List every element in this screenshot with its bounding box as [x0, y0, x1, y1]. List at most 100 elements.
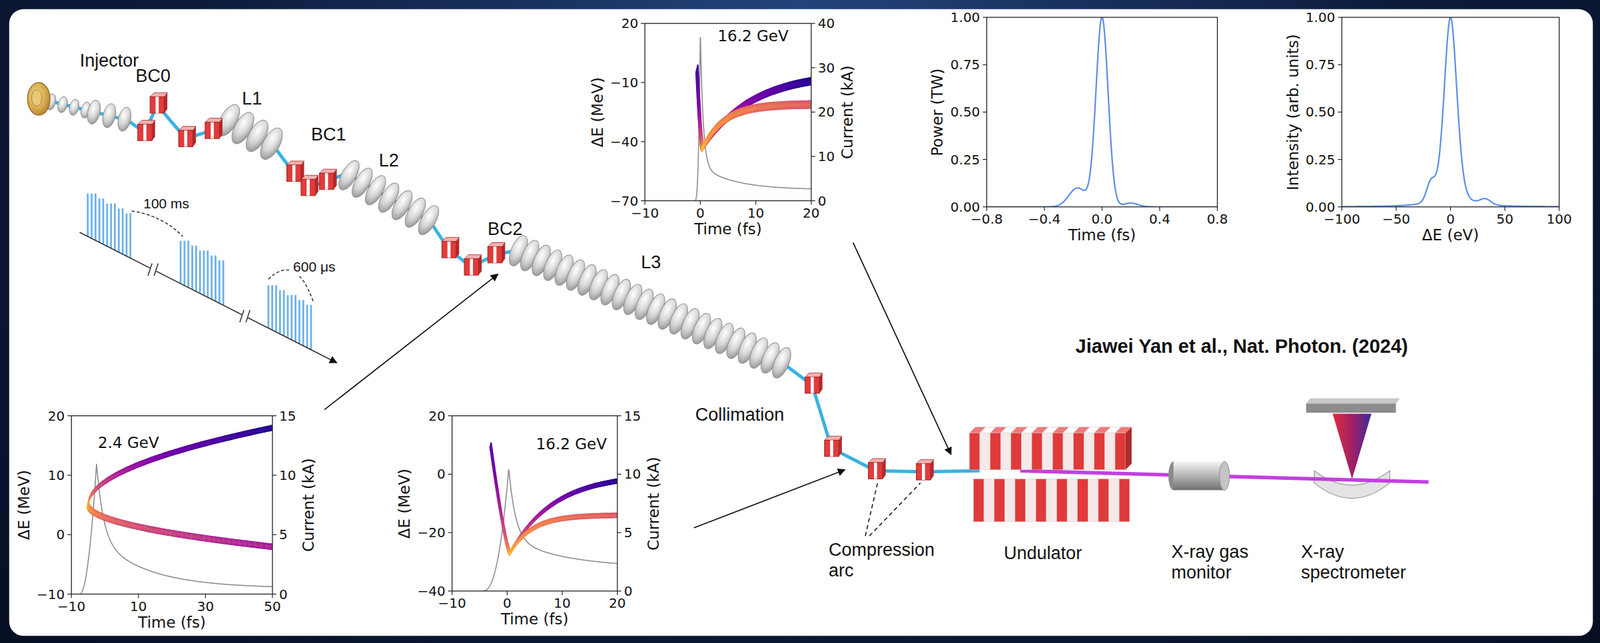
magnet-stripe [873, 462, 878, 479]
axis-break-mark [245, 310, 250, 323]
phase-space-trace [702, 143, 705, 146]
phase-space-trace [206, 439, 213, 441]
dipole-magnet [916, 459, 934, 481]
rf-cavity [115, 105, 134, 133]
undulator-block [1104, 433, 1116, 471]
tick-mark [1337, 111, 1342, 113]
magnet-body [868, 462, 883, 479]
tick-mark [1216, 207, 1218, 212]
pulse-bar [271, 285, 274, 331]
diffracted-fan [1332, 414, 1372, 480]
phase-space-trace [807, 82, 811, 85]
pulse-bar [290, 295, 293, 340]
tick-mark [1337, 206, 1342, 208]
pulse-bar [279, 290, 282, 335]
dipole-magnet [464, 255, 482, 276]
tick-mark [811, 155, 816, 157]
magnet-stripe [292, 165, 296, 182]
phase-space-trace [225, 538, 232, 540]
phase-space-trace [807, 83, 810, 86]
plot-curves [79, 425, 273, 595]
phase-space-trace [258, 426, 266, 429]
magnet-side [164, 92, 168, 114]
tick-mark [272, 534, 277, 536]
tick-mark [640, 141, 645, 142]
magnet-body [205, 122, 220, 139]
tick-mark [271, 594, 273, 599]
tick-mark [982, 16, 987, 18]
pulse-bar [94, 193, 97, 241]
tick-mark [644, 201, 646, 206]
pulse-bar [199, 251, 202, 294]
phase-space-trace [702, 141, 705, 144]
tick-mark [1101, 207, 1103, 212]
pulse-bar [275, 285, 278, 332]
undulator-block [990, 433, 1002, 471]
undulator-block [994, 479, 1006, 523]
phase-space-trace [173, 531, 180, 533]
magnet-stripe [306, 179, 310, 196]
undulator-block [1042, 433, 1054, 471]
phase-space-trace [173, 448, 180, 451]
undulator-block [1077, 479, 1089, 523]
tick-mark [1337, 64, 1342, 66]
magnet-stripe [325, 173, 329, 190]
magnet-top [868, 458, 886, 463]
undulator-block [1109, 479, 1120, 523]
pulse-bar [214, 255, 217, 302]
magnet-stripe [447, 241, 451, 258]
tick-mark [810, 201, 812, 206]
phase-space-trace [701, 148, 704, 151]
axis-break-mark [147, 263, 152, 276]
tick-mark [67, 534, 72, 536]
undulator-block [1115, 433, 1126, 471]
phase-space-trace [179, 532, 185, 533]
plot-curves [986, 17, 1217, 208]
magnet-stripe [143, 124, 147, 141]
pulse-bar [287, 295, 290, 338]
pulse-bar [183, 241, 186, 286]
phase-space-trace [212, 437, 219, 439]
dashed-leader [865, 483, 878, 537]
pulse-bar [113, 203, 116, 251]
axis-break-gap [149, 268, 156, 272]
tick-mark [700, 201, 701, 206]
phase-space-trace [700, 149, 703, 152]
undulator-block [1056, 479, 1068, 523]
plot-curves [694, 37, 812, 202]
undulator-block [1063, 433, 1074, 471]
undulator-block [969, 433, 980, 471]
undulator-block [1031, 433, 1043, 471]
tick-mark [1504, 207, 1506, 212]
gas-monitor-end [1219, 461, 1230, 491]
tick-mark [1159, 207, 1160, 212]
undulator-block [1119, 479, 1130, 523]
tick-mark [982, 64, 987, 66]
phase-space-trace [179, 446, 185, 449]
undulator-block [1067, 479, 1078, 523]
tick-mark [272, 474, 277, 476]
magnet-top [319, 169, 337, 174]
phase-space-trace [701, 147, 704, 150]
phase-space-trace [702, 145, 705, 148]
dipole-magnet [319, 169, 337, 190]
phase-space-trace [245, 541, 252, 543]
tick-mark [71, 594, 72, 599]
magnet-body [824, 440, 839, 457]
magnet-side [478, 255, 482, 276]
magnet-stripe [921, 464, 926, 481]
phase-space-trace [701, 147, 704, 150]
undulator-end [1125, 426, 1132, 470]
dipole-magnet [441, 237, 459, 259]
magnet-body [805, 377, 820, 394]
detector-top [1306, 399, 1401, 405]
current-profile [482, 470, 618, 592]
axes-frame [986, 17, 1217, 208]
magnet-top [487, 242, 505, 247]
phase-space-trace [195, 442, 202, 444]
pulse-bar [306, 305, 309, 348]
undulator-block [979, 433, 991, 471]
phase-space-trace [169, 530, 174, 531]
phase-space-trace [702, 145, 705, 148]
